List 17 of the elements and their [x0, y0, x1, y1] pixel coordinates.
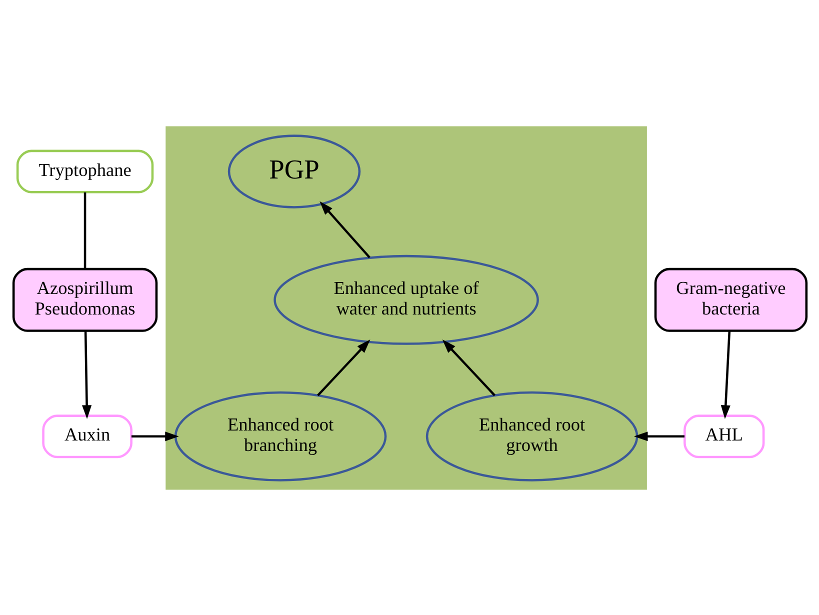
- node-box: Auxin: [42, 414, 132, 458]
- node-box: Tryptophane: [16, 149, 154, 193]
- arrow: [720, 330, 730, 418]
- arrow: [316, 339, 370, 396]
- node-box: AHL: [683, 414, 764, 458]
- arrow: [442, 339, 496, 396]
- node-ellipse: Enhanced uptake of water and nutrients: [273, 254, 538, 344]
- connector: [83, 192, 86, 268]
- node-box: Gram-negative bacteria: [654, 267, 808, 332]
- arrow: [130, 431, 178, 441]
- arrow: [634, 431, 684, 441]
- node-box: Azospirillum Pseudomonas: [12, 267, 158, 332]
- arrow: [319, 200, 370, 258]
- arrow: [82, 330, 92, 418]
- node-ellipse: PGP: [227, 134, 360, 208]
- node-ellipse: Enhanced root branching: [174, 390, 386, 481]
- node-ellipse: Enhanced root growth: [425, 390, 638, 481]
